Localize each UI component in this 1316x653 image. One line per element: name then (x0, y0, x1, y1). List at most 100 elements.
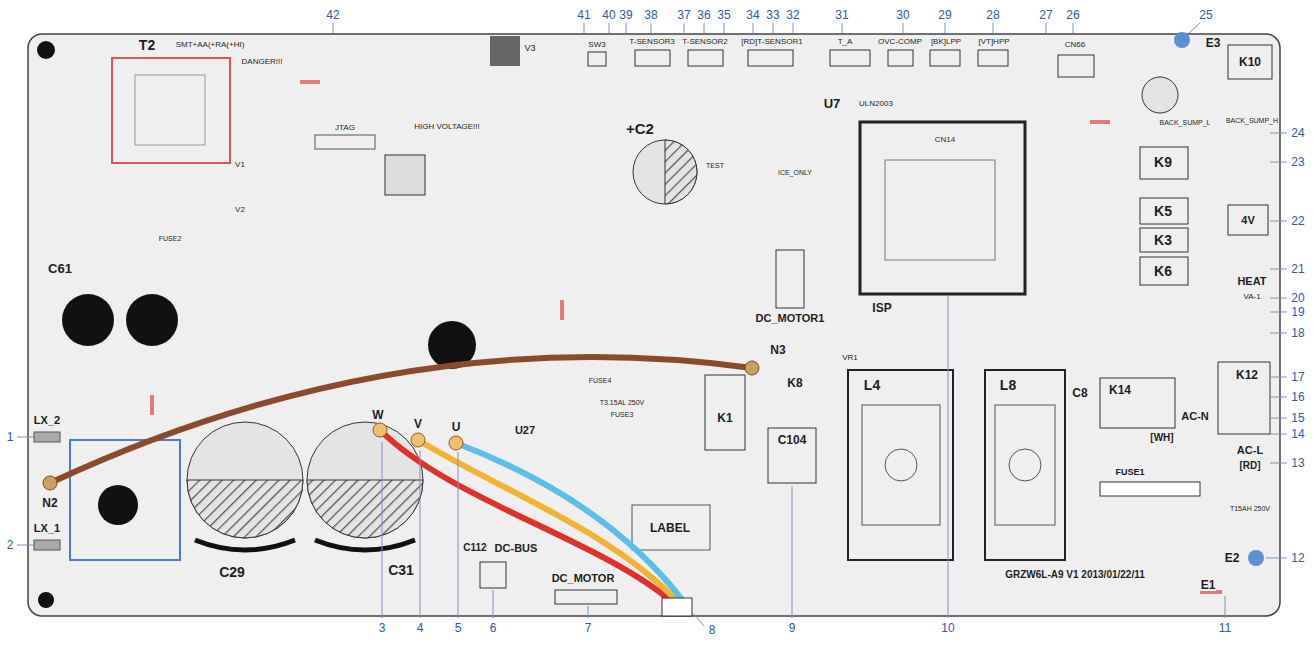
silkscreen-label: ULN2003 (858, 100, 894, 108)
silkscreen-label: E1 (1200, 579, 1217, 591)
yellow-wire (418, 440, 678, 602)
ground-pad (1248, 550, 1264, 566)
chip (490, 36, 520, 66)
leader-line (948, 296, 949, 618)
callout-number: 4 (417, 622, 424, 634)
pad-mark (300, 80, 320, 84)
capacitor (307, 422, 423, 538)
silkscreen-label: T2 (138, 38, 156, 52)
callout-number: 37 (677, 9, 690, 21)
callout-number: 30 (896, 9, 909, 21)
silkscreen-label: V1 (234, 161, 246, 169)
pad-mark (1090, 120, 1110, 124)
silkscreen-label: K9 (1153, 155, 1173, 169)
inductor (848, 370, 953, 560)
silkscreen-label: C61 (47, 262, 73, 275)
transformer-outline (112, 58, 230, 163)
mount-hole (38, 592, 54, 608)
silkscreen-label: DANGER!!! (241, 58, 284, 66)
callout-number: 41 (577, 9, 590, 21)
callout-number: 22 (1291, 215, 1304, 227)
silkscreen-label: SW3 (587, 41, 606, 49)
silkscreen-label: ISP (871, 302, 892, 314)
callout-number: 28 (986, 9, 999, 21)
silkscreen-label: HIGH VOLTAGE!!! (413, 123, 481, 131)
wire-terminal (411, 433, 425, 447)
silkscreen-label: AC-N (1180, 411, 1210, 422)
silkscreen-label: K3 (1153, 233, 1173, 247)
leader-line (651, 23, 652, 33)
leader-line (584, 23, 585, 33)
leader-line (793, 23, 794, 33)
leader-line (1270, 418, 1287, 419)
silkscreen-label: LX_1 (33, 523, 61, 534)
callout-number: 1 (7, 431, 14, 443)
leader-line (1270, 312, 1287, 313)
circuit-board (28, 34, 1280, 616)
silkscreen-label: [VT]HPP (977, 38, 1010, 46)
leader-line (1270, 397, 1287, 398)
wire-terminal (449, 436, 463, 450)
callout-number: 6 (490, 622, 497, 634)
leader-line (17, 545, 34, 546)
callout-number: 32 (786, 9, 799, 21)
callout-number: 8 (709, 624, 716, 636)
silkscreen-label: N3 (769, 344, 786, 356)
leader-lines (17, 23, 1287, 626)
callout-number: 33 (766, 9, 779, 21)
leader-line (724, 23, 725, 33)
callout-number: 15 (1291, 412, 1304, 424)
pad-mark (560, 300, 564, 320)
silkscreen-label: K12 (1235, 369, 1259, 381)
leader-line (792, 486, 793, 618)
callout-number: 25 (1199, 9, 1212, 21)
callout-number: 5 (455, 622, 462, 634)
silkscreen-label: [BK]LPP (930, 38, 962, 46)
leader-line (1270, 162, 1287, 163)
silkscreen-label: K8 (786, 377, 803, 389)
capacitor (187, 422, 303, 538)
leader-line (588, 606, 589, 618)
callout-number: 40 (602, 9, 615, 21)
silkscreen-label: FUSE2 (158, 235, 183, 242)
silkscreen-label: BACK_SUMP_H (1225, 117, 1279, 124)
valve-relay (1228, 205, 1268, 235)
callout-number: 3 (379, 622, 386, 634)
callout-number: 34 (746, 9, 759, 21)
jtag-header (315, 135, 375, 149)
callout-number: 11 (1219, 622, 1231, 634)
silkscreen-label: V (413, 418, 423, 430)
silkscreen-label: L4 (863, 378, 881, 392)
wire-connector (662, 598, 692, 616)
leader-line (694, 614, 704, 626)
callout-number: 16 (1291, 391, 1304, 403)
connector (1058, 55, 1094, 77)
leader-line (773, 23, 774, 33)
transformer-core (135, 75, 205, 145)
callout-number: 17 (1291, 371, 1304, 383)
silkscreen-label: T-SENSOR2 (681, 38, 728, 46)
relay (1140, 228, 1188, 252)
leader-line (1270, 269, 1287, 270)
callout-number: 10 (941, 622, 954, 634)
callout-number: 9 (789, 622, 796, 634)
leader-line (945, 23, 946, 33)
capacitor-hatch (307, 480, 423, 538)
callout-number: 12 (1291, 552, 1304, 564)
silkscreen-label: E3 (1205, 37, 1222, 49)
silkscreen-label: W (371, 409, 384, 421)
connector (688, 50, 723, 66)
heat-sink (70, 440, 180, 560)
silkscreen-label: GRZW6L-A9 V1 2013/01/22/11 (1004, 570, 1146, 580)
leader-line (1046, 23, 1047, 33)
silkscreen-label: [RD] (1238, 461, 1261, 471)
silkscreen-label: K10 (1238, 56, 1262, 68)
leader-line (993, 23, 994, 33)
callout-number: 26 (1066, 9, 1079, 21)
leader-line (842, 23, 843, 33)
leader-line (1225, 596, 1226, 618)
callout-number: 23 (1291, 156, 1304, 168)
relay (1228, 45, 1272, 79)
leader-line (1270, 221, 1287, 222)
silkscreen-label: JTAG (334, 124, 356, 132)
